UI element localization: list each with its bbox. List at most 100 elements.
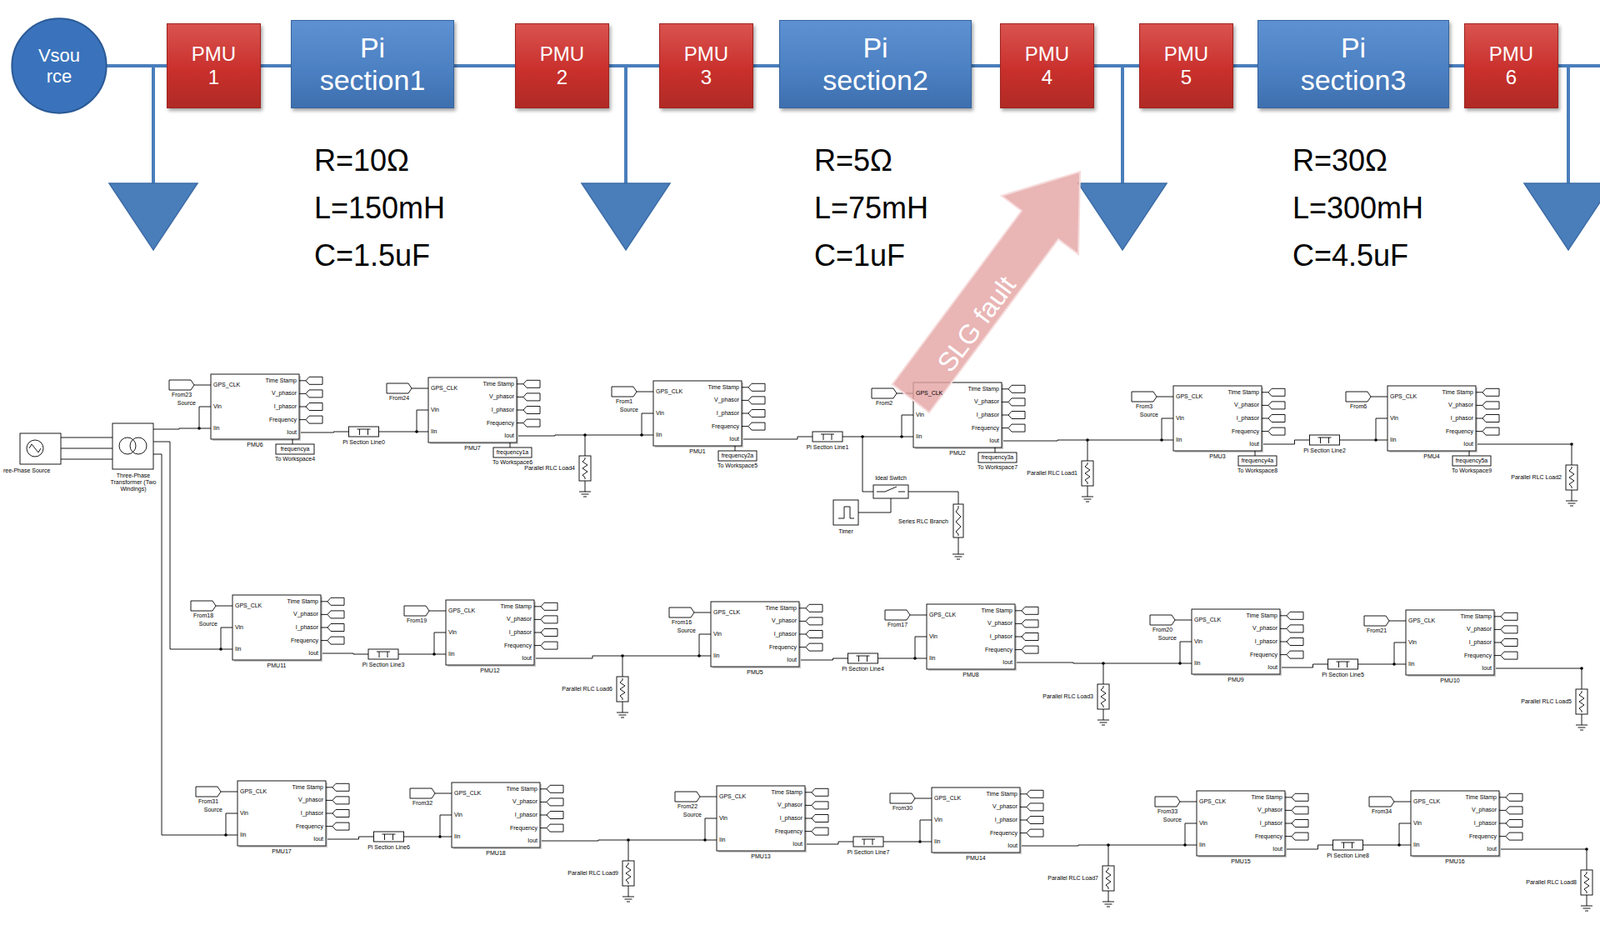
goto-tag [1286, 650, 1304, 659]
goto-tag [805, 617, 823, 625]
port-label: GPS_CLK [1390, 393, 1417, 400]
goto-tag [1008, 398, 1025, 406]
port-label: Iout [1267, 664, 1278, 671]
pi-symbol [1328, 437, 1330, 444]
pmu-block [710, 601, 800, 667]
wire [320, 614, 328, 615]
port-label: Time Stamp [265, 377, 297, 385]
ground-symbol [625, 899, 633, 900]
pmu-block [428, 377, 517, 443]
parameter-label: C=1.5uF [314, 238, 430, 273]
block-name: PMU12 [480, 667, 500, 675]
port-label: Iout [308, 650, 319, 657]
port-label: Vin [454, 811, 463, 819]
wire [199, 406, 211, 429]
pi-symbol [384, 834, 385, 840]
wire [1280, 654, 1287, 655]
port-label: GPS_CLK [1413, 798, 1440, 805]
wire [622, 701, 624, 713]
series-rlc-block [953, 504, 964, 538]
goto-tag-label: Source [177, 400, 196, 407]
load-triangle [1524, 183, 1600, 250]
goto-tag [1482, 401, 1500, 410]
port-label: V_phasor [771, 617, 797, 625]
to-workspace-block [493, 447, 532, 458]
goto-tag [305, 390, 323, 398]
tag-name: From24 [389, 395, 410, 402]
port-label: Iout [729, 435, 740, 443]
goto-tag [1505, 806, 1523, 815]
port-label: Iin [1199, 841, 1205, 849]
port-label: Time Stamp [1465, 794, 1497, 801]
port-label: Vin [448, 629, 457, 636]
wire [1261, 405, 1269, 406]
goto-tag [1500, 651, 1518, 660]
wire [1103, 663, 1105, 685]
pi-symbol [858, 655, 860, 662]
wire [1285, 810, 1292, 811]
port-label: Iin [719, 836, 725, 844]
wire [699, 634, 711, 656]
goto-tag-label: Source [1140, 411, 1159, 419]
from-tag [1369, 796, 1395, 807]
port-label: Time Stamp [765, 605, 797, 612]
junction-dot [918, 840, 922, 844]
ground-symbol [620, 717, 625, 719]
sine-symbol [29, 444, 41, 453]
block-name: PMU7 [464, 445, 480, 452]
feeder-connector [1094, 64, 1140, 68]
port-label: I_phasor [515, 811, 538, 819]
rlc-load-symbol [1565, 465, 1578, 490]
transformer-symbol [130, 437, 147, 455]
wire [1399, 823, 1411, 845]
port-label: Frequency [1255, 833, 1283, 840]
goto-tag-label: Source [204, 806, 223, 814]
wire [1020, 793, 1027, 795]
node-text: Pi section2 [822, 31, 929, 97]
goto-tag [1026, 790, 1044, 798]
goto-tag [1291, 832, 1309, 840]
wire [799, 634, 806, 635]
goto-tag [327, 636, 345, 645]
to-workspace-block [718, 450, 757, 461]
wire [320, 600, 328, 602]
resistor-symbol [582, 457, 588, 480]
feeder-connector [609, 64, 660, 68]
pi-symbol [1318, 437, 1332, 439]
port-label: GPS_CLK [454, 790, 481, 797]
port-label: Frequency [290, 637, 319, 645]
wire [1494, 629, 1501, 630]
wire [1261, 391, 1269, 393]
ground-symbol [579, 491, 591, 493]
tag-name: From23 [171, 391, 192, 399]
resistor-symbol [620, 678, 625, 700]
goto-tag [805, 604, 823, 612]
port-label: Frequency [769, 644, 797, 651]
goto-tag-label: Source [1163, 816, 1182, 824]
pmu-block [232, 595, 321, 660]
pmu-box: PMU 4 [1000, 23, 1095, 109]
block-label: To Workspace4 [275, 455, 315, 463]
block-name: PMU9 [1227, 676, 1244, 684]
block-text: frequencya [280, 445, 310, 453]
wire [325, 800, 333, 801]
ground-symbol [626, 901, 630, 903]
port-label: V_phasor [298, 796, 324, 804]
wire [1494, 642, 1501, 644]
port-label: GPS_CLK [1408, 617, 1435, 625]
port-label: Frequency [504, 642, 532, 650]
wire [516, 410, 524, 411]
pmu-box: PMU 3 [659, 23, 754, 109]
rlc-load-symbol [579, 455, 591, 481]
wire [320, 627, 328, 629]
pi-symbol [823, 434, 825, 440]
pmu-block [1191, 609, 1280, 675]
goto-tag [1021, 633, 1039, 641]
pmu-block [1410, 790, 1500, 856]
wire [325, 813, 333, 815]
from-tag [885, 610, 910, 620]
ground-symbol [1097, 720, 1110, 721]
rlc-load-symbol [1575, 689, 1588, 715]
block-text: frequency3a [981, 454, 1015, 461]
